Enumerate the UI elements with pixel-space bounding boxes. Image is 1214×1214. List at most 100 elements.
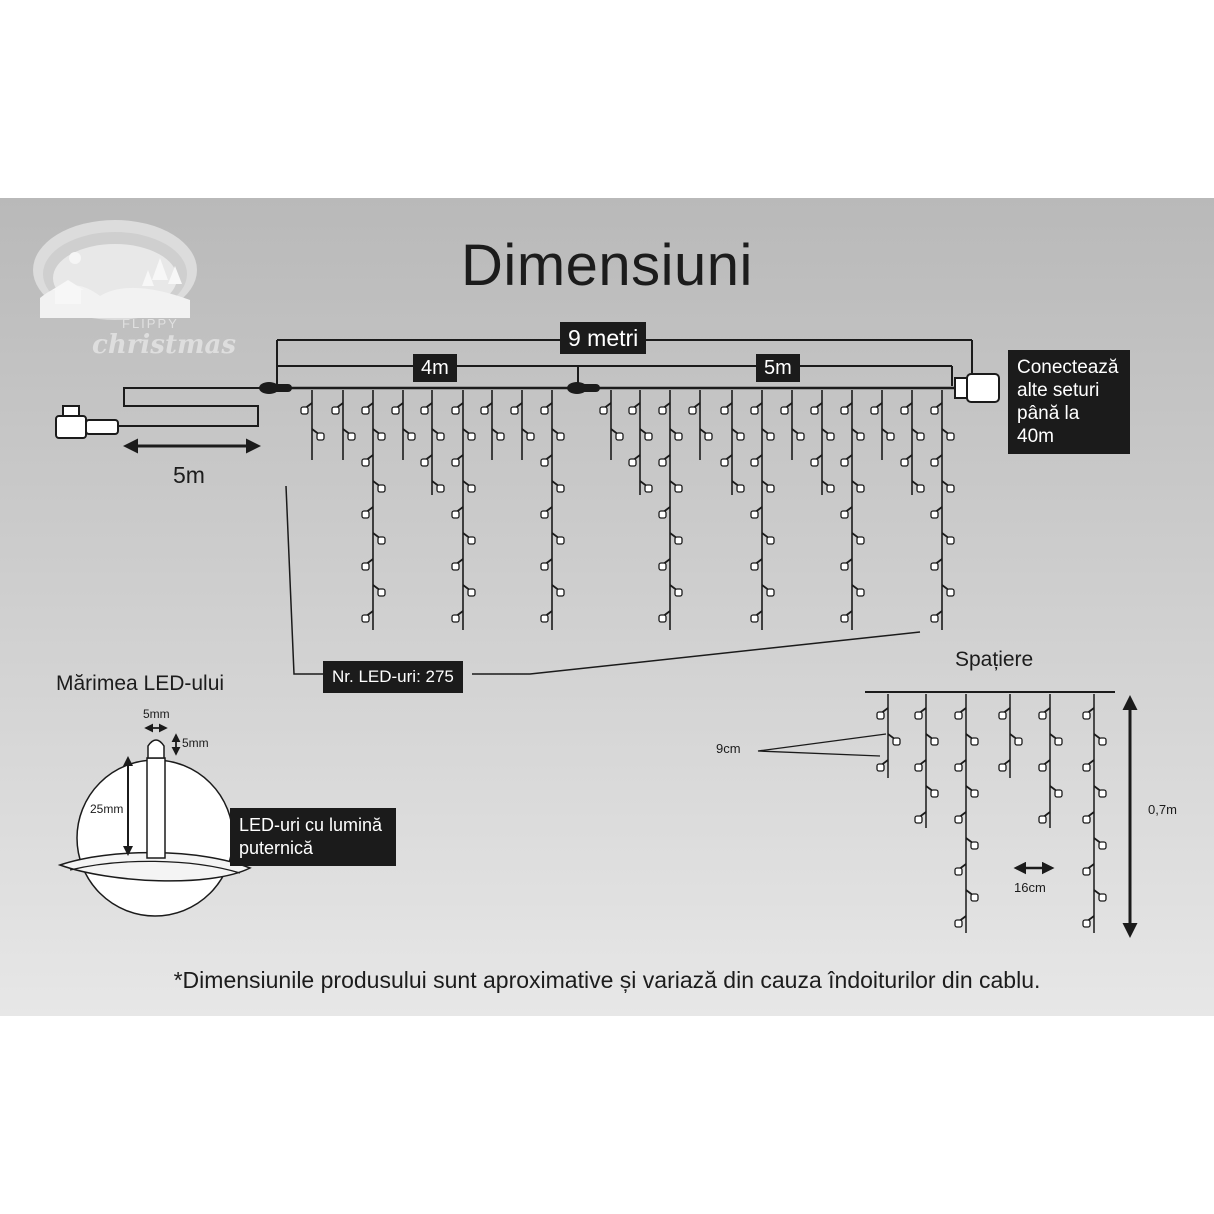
led-bulb	[821, 428, 835, 441]
led-bulb	[750, 454, 763, 467]
led-bulb	[540, 454, 553, 467]
led-bulb	[361, 506, 374, 519]
led-body-icon	[146, 757, 166, 859]
led-cap-label: 5mm	[182, 736, 209, 750]
led-bulb	[750, 402, 763, 415]
led-bulb	[510, 402, 523, 415]
led-bulb	[731, 428, 745, 441]
led-bulb	[451, 506, 464, 519]
led-bulb	[965, 837, 979, 850]
connect-line-2: alte seturi	[1017, 380, 1100, 401]
logo-top-text: FLIPPY	[122, 316, 179, 331]
led-bulb	[1082, 915, 1095, 928]
spacing-drop-label: 0,7m	[1148, 802, 1177, 817]
led-cap-icon	[147, 739, 165, 759]
page-title: Dimensiuni	[461, 233, 753, 298]
led-bulb	[998, 707, 1011, 720]
led-bulb	[551, 532, 565, 545]
cable-twist-line	[69, 860, 241, 874]
led-bulb	[914, 811, 927, 824]
led-bulb	[451, 610, 464, 623]
led-bulb	[761, 428, 775, 441]
led-count-pointer-right	[472, 631, 921, 675]
led-bulb	[810, 402, 823, 415]
bright-line-2: puternică	[239, 838, 314, 858]
led-bulb	[930, 610, 943, 623]
vertical-spacing-pointer	[757, 733, 887, 757]
led-bulb	[628, 454, 641, 467]
spacing-horizontal-label: 16cm	[1014, 880, 1046, 895]
led-bulb	[881, 428, 895, 441]
led-bulb	[402, 428, 416, 441]
led-bulb	[451, 558, 464, 571]
led-bulb	[731, 480, 745, 493]
section-left-tag: 4m	[413, 354, 457, 382]
led-bulb	[925, 733, 939, 746]
led-bulb	[876, 759, 889, 772]
led-bulb	[998, 759, 1011, 772]
led-bulb	[462, 532, 476, 545]
led-bulb	[911, 480, 925, 493]
led-bulb	[639, 428, 653, 441]
led-bulb	[311, 428, 325, 441]
led-bulb	[551, 584, 565, 597]
led-bulb	[930, 454, 943, 467]
led-bulb	[372, 532, 386, 545]
led-bulb	[1093, 733, 1107, 746]
led-bulb	[720, 402, 733, 415]
cable-twist-icon	[57, 851, 252, 882]
led-bulb	[954, 759, 967, 772]
led-bulb	[761, 480, 775, 493]
led-bulb	[1049, 733, 1063, 746]
brand-logo: FLIPPY christmas	[30, 218, 236, 368]
led-bulb	[420, 454, 433, 467]
led-bulb	[1038, 707, 1051, 720]
led-bulb	[954, 863, 967, 876]
led-bulb	[954, 707, 967, 720]
led-bulb	[954, 811, 967, 824]
led-bulb	[451, 402, 464, 415]
led-bulb	[1009, 733, 1023, 746]
led-bulb	[851, 480, 865, 493]
led-bulb	[372, 480, 386, 493]
lead-cable	[118, 387, 262, 427]
led-bulb	[361, 454, 374, 467]
led-bulb	[431, 428, 445, 441]
led-bulb	[930, 558, 943, 571]
led-bulb	[941, 480, 955, 493]
led-bulb	[300, 402, 313, 415]
led-bulb	[1082, 863, 1095, 876]
led-bulb	[720, 454, 733, 467]
connector-icon	[262, 384, 292, 392]
led-bulb	[480, 402, 493, 415]
led-bulb	[361, 610, 374, 623]
spacing-heading: Spațiere	[955, 648, 1034, 671]
led-bulb	[911, 428, 925, 441]
led-bulb	[780, 402, 793, 415]
led-bulb	[491, 428, 505, 441]
led-bulb	[372, 584, 386, 597]
logo-scene-icon	[33, 220, 197, 320]
led-bulb	[840, 558, 853, 571]
led-bulb	[628, 402, 641, 415]
led-bulb	[699, 428, 713, 441]
led-bulb	[610, 428, 624, 441]
led-bulb	[965, 889, 979, 902]
led-bulb	[761, 584, 775, 597]
end-socket-icon	[954, 377, 968, 399]
led-bulb	[941, 584, 955, 597]
led-height-label: 25mm	[90, 802, 124, 816]
led-size-heading: Mărimea LED-ului	[56, 672, 225, 695]
bright-line-1: LED-uri cu lumină	[239, 815, 383, 835]
led-bulb	[887, 733, 901, 746]
led-bulb	[669, 532, 683, 545]
plug-body-icon	[85, 419, 119, 435]
led-bulb	[1082, 759, 1095, 772]
led-bulb	[658, 610, 671, 623]
led-bulb	[1049, 785, 1063, 798]
led-bulb	[658, 402, 671, 415]
led-bulb	[840, 506, 853, 519]
led-bulb	[876, 707, 889, 720]
connect-note: Conectează alte seturi până la 40m	[1008, 350, 1130, 454]
led-bulb	[551, 480, 565, 493]
